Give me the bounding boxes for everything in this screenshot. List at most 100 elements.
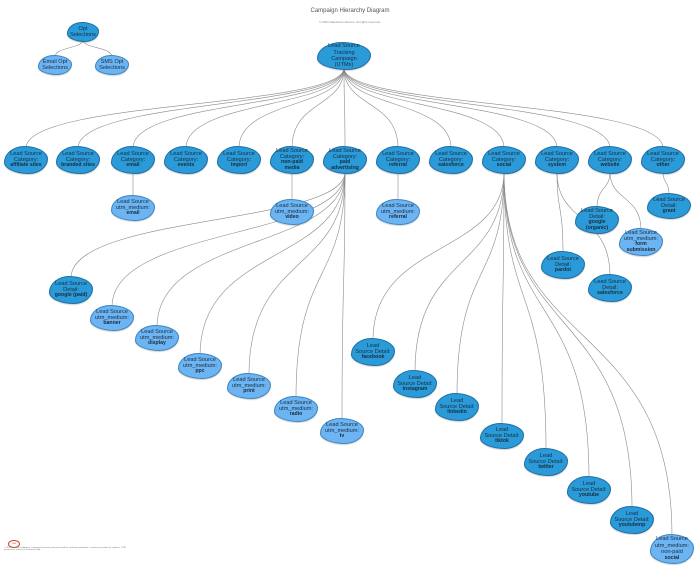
node-label-line: Email Opt xyxy=(42,58,68,65)
node-label-value: google (paid) xyxy=(54,292,88,299)
node-label-line: (UTMs) xyxy=(334,62,354,69)
node-label-line: non-paid xyxy=(661,549,683,556)
node-label-value: website xyxy=(600,162,620,169)
node-label-line: Lead Source xyxy=(435,150,467,157)
node-label-line: utm_medium: xyxy=(655,542,689,549)
node-label-value: email xyxy=(126,162,140,169)
node-label-value: tiktok xyxy=(495,438,509,445)
node-label-line: Lead Source xyxy=(581,207,613,214)
footer-note: © 2023 Salesforce Admins. Campaign hiera… xyxy=(4,547,126,551)
connector-root-to-c-salesforce xyxy=(343,67,452,149)
node-label-value: tv xyxy=(339,433,345,440)
node-label-value: instagram xyxy=(402,386,428,393)
node-label-line: Lead Source xyxy=(382,202,414,209)
node-label-line: Category: xyxy=(332,154,358,161)
node-label-line: Lead Source xyxy=(280,399,312,406)
connector-root-to-c-website xyxy=(343,67,611,149)
connector-c-paid-to-m-banner xyxy=(111,171,346,308)
node-label-line: Lead Source xyxy=(170,150,202,157)
node-label-line: Lead Source xyxy=(141,328,173,335)
node-label-line: Category: xyxy=(173,157,199,164)
connector-c-website-to-d-google-organic xyxy=(596,171,611,209)
connector-root-to-c-referral xyxy=(343,67,399,149)
connector-root-to-c-social xyxy=(343,67,505,149)
connector-root-to-c-branded xyxy=(77,67,345,149)
connector-c-other-to-d-grant xyxy=(662,171,670,196)
node-label-value: branded sites xyxy=(61,162,95,169)
connector-root-to-c-events xyxy=(185,67,345,149)
node-label-line: Lead Source xyxy=(233,376,265,383)
connector-root-to-c-import xyxy=(238,67,345,149)
node-label-value: display xyxy=(148,340,166,347)
node-label-value: youtube xyxy=(578,492,600,499)
node-label-line: Lead Source xyxy=(547,255,579,262)
node-label-line: Lead Source xyxy=(117,150,149,157)
node-label-line: Lead Source xyxy=(117,198,149,205)
node-label-line: Lead Source xyxy=(326,421,358,428)
node-label-line: Source Detail: xyxy=(571,487,607,494)
diagram-title: Campaign Hierarchy Diagram xyxy=(310,8,390,14)
node-label-line: Lead xyxy=(450,397,464,404)
node-label-line: Category: xyxy=(438,157,464,164)
connector-root-to-c-paid xyxy=(343,67,346,149)
connector-c-social-to-d-tiktok xyxy=(501,171,505,426)
node-label-value: radio xyxy=(289,411,303,418)
node-label-line: Lead xyxy=(582,480,596,487)
connector-c-paid-to-d-google-paid xyxy=(70,171,346,279)
node-label-line: utm_medium: xyxy=(624,236,658,243)
node-label-line: utm_medium: xyxy=(183,363,217,370)
connector-root-to-c-nonpaid xyxy=(291,67,345,149)
node-label-line: Selections xyxy=(70,32,96,38)
node-label-value: events xyxy=(177,162,195,169)
node-label-line: Source Detail: xyxy=(528,459,564,466)
connector-c-paid-to-m-ppc xyxy=(199,171,346,356)
node-label-value: video xyxy=(285,214,299,221)
connector-c-social-to-d-facebook xyxy=(372,171,505,341)
node-label-value: linkedin xyxy=(447,409,467,416)
node-label-value: salesforce xyxy=(438,162,464,169)
node-label-line: Category: xyxy=(597,157,623,164)
node-label-line: Lead Source xyxy=(62,150,94,157)
node-label-value: import xyxy=(230,162,248,169)
diagram-subtitle: © 2023 Salesforce Admins. All rights res… xyxy=(319,20,381,24)
connector-c-social-to-d-instagram xyxy=(414,171,505,373)
node-label-line: Lead Source xyxy=(647,150,679,157)
connector-root-to-c-affiliate xyxy=(25,67,345,149)
node-label-line: Opt xyxy=(78,25,88,32)
node-label-value: twitter xyxy=(538,464,554,471)
node-label-value: form submission xyxy=(626,241,656,254)
node-label-line: utm_medium: xyxy=(140,335,174,342)
node-label-value: youtubenp xyxy=(618,522,646,529)
node-label-value: social xyxy=(496,162,512,169)
connector-root-to-c-system xyxy=(343,67,558,149)
node-label-value: ppc xyxy=(195,368,205,375)
node-label-line: Detail: xyxy=(589,214,605,221)
node-label-line: Category: xyxy=(385,157,411,164)
company-logo: SFA xyxy=(8,540,20,548)
node-label-line: Lead Source xyxy=(276,202,308,209)
node-label-line: Lead Source xyxy=(96,308,128,315)
node-label-line: Source Detail: xyxy=(614,517,650,524)
node-label-line: Lead Source xyxy=(594,150,626,157)
